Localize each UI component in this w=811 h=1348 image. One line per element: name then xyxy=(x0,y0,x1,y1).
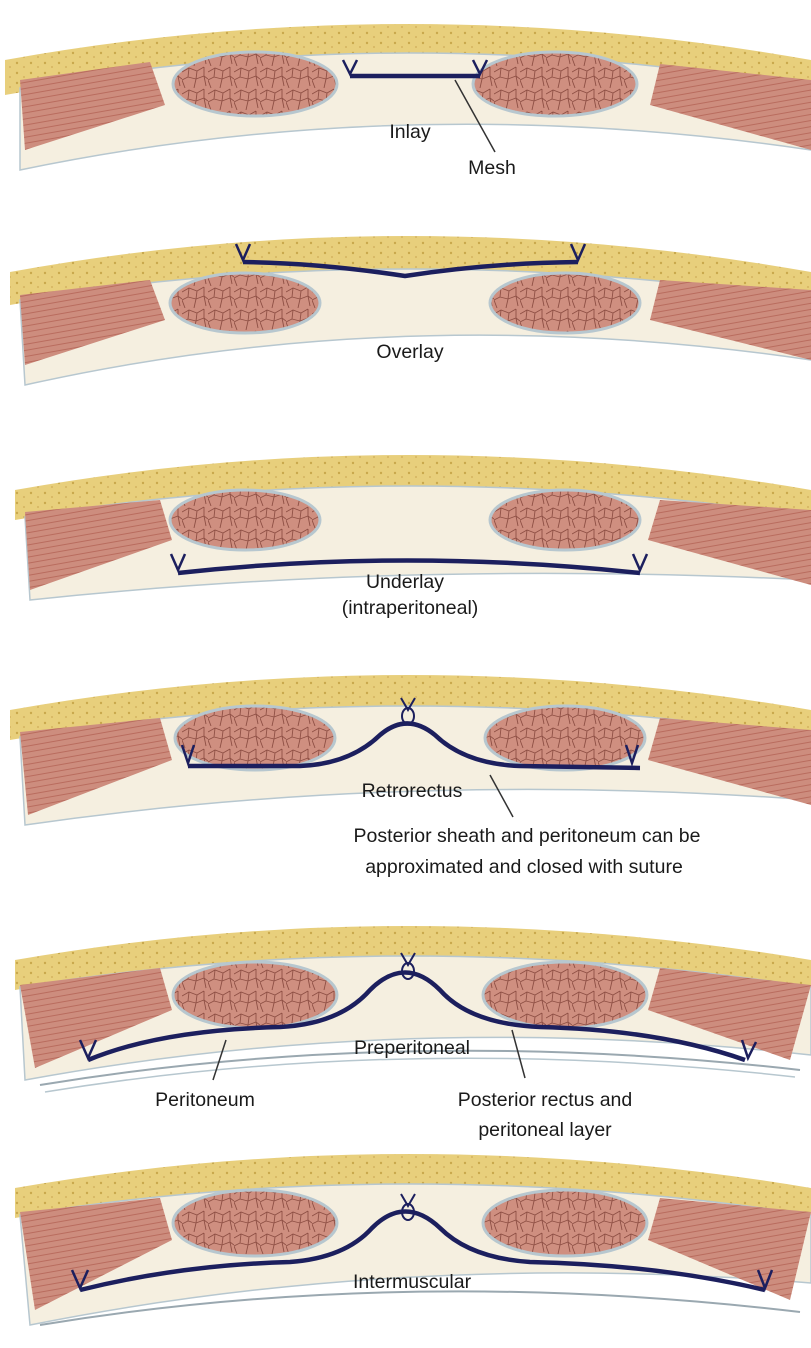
label-posterior-sheath-line-2: approximated and closed with suture xyxy=(365,856,683,878)
rectus-muscle-left xyxy=(170,273,320,333)
label-preperitoneal: Preperitoneal xyxy=(354,1037,470,1059)
tissue-cross-section xyxy=(15,1154,811,1325)
rectus-muscle-left xyxy=(170,490,320,550)
panel-overlay: Overlay xyxy=(10,236,811,385)
label-retrorectus: Retrorectus xyxy=(362,780,463,802)
tissue-cross-section xyxy=(10,675,811,825)
label-mesh: Mesh xyxy=(468,157,516,179)
rectus-muscle-left xyxy=(173,1190,337,1256)
rectus-muscle-right xyxy=(483,1190,647,1256)
label-posterior-sheath-line-1: Posterior sheath and peritoneum can be xyxy=(354,825,701,847)
label-inlay: Inlay xyxy=(389,121,430,143)
rectus-muscle-right xyxy=(490,273,640,333)
label-posterior-rectus-line-2: peritoneal layer xyxy=(478,1119,612,1141)
panel-inlay: Inlay Mesh xyxy=(5,24,811,179)
oblique-muscle-right xyxy=(648,1198,811,1300)
peritoneum-lining-inner xyxy=(45,1058,795,1092)
panel-intermuscular: Intermuscular xyxy=(15,1154,811,1325)
panel-underlay: Underlay (intraperitoneal) xyxy=(15,455,811,619)
label-posterior-rectus-line-1: Posterior rectus and xyxy=(458,1089,633,1111)
rectus-muscle-left xyxy=(173,52,337,116)
tissue-cross-section xyxy=(5,24,811,170)
panel-preperitoneal: Preperitoneal Peritoneum Posterior rectu… xyxy=(15,926,811,1141)
rectus-muscle-left xyxy=(173,962,337,1028)
tissue-cross-section xyxy=(15,926,811,1092)
label-overlay: Overlay xyxy=(376,341,443,363)
rectus-muscle-left xyxy=(175,706,335,770)
label-intraperitoneal: (intraperitoneal) xyxy=(342,597,479,619)
rectus-muscle-right xyxy=(483,962,647,1028)
label-underlay: Underlay xyxy=(366,571,444,593)
panel-retrorectus: Retrorectus Posterior sheath and periton… xyxy=(10,675,811,878)
label-intermuscular: Intermuscular xyxy=(353,1271,472,1293)
rectus-muscle-right xyxy=(490,490,640,550)
rectus-muscle-right xyxy=(485,706,645,770)
rectus-muscle-right xyxy=(473,52,637,116)
label-peritoneum: Peritoneum xyxy=(155,1089,255,1111)
